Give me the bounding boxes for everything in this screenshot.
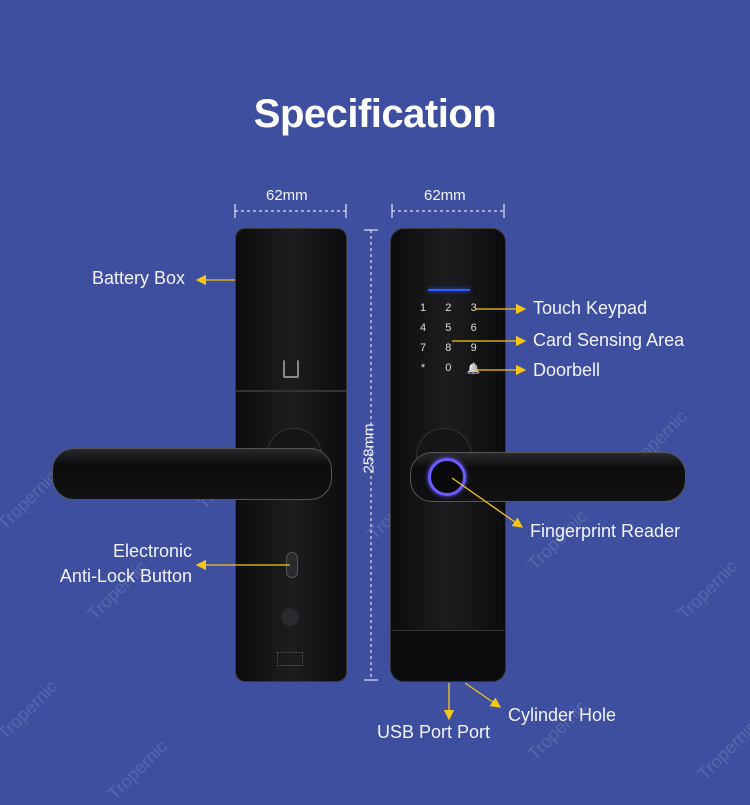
battery-box-label: Battery Box [92,268,186,288]
key-1[interactable]: 1 [419,302,427,314]
fingerprint-reader[interactable] [428,458,466,496]
anti-lock-label-line2: Anti-Lock Button [59,566,192,586]
touch-keypad-label: Touch Keypad [533,298,648,318]
page-title: Specification [253,92,497,136]
lock-bottom-cap [390,630,506,682]
lever-handle-left [52,448,332,500]
usb-port-label: USB Port Port [377,722,491,742]
doorbell-label: Doorbell [533,360,601,380]
width-left-label: 62mm [266,187,308,204]
key-5[interactable]: 5 [445,322,452,334]
battery-cover-seam [236,390,346,392]
key-4[interactable]: 4 [419,322,427,334]
card-sensing-label: Card Sensing Area [533,330,685,350]
anti-lock-label-line1: Electronic [112,541,192,561]
height-label: 258mm [360,423,378,474]
key-7[interactable]: 7 [419,342,427,354]
key-star[interactable]: * [420,362,426,374]
key-6[interactable]: 6 [470,322,477,334]
vent-holes [277,652,303,666]
fingerprint-label: Fingerprint Reader [530,521,681,541]
doorbell-icon[interactable]: 🔔 [466,363,481,375]
key-9[interactable]: 9 [470,342,477,354]
battery-release-icon [283,360,299,378]
key-8[interactable]: 8 [445,342,452,354]
keypad-led [428,289,470,291]
width-right-label: 62mm [424,187,466,204]
key-0[interactable]: 0 [445,362,452,374]
cylinder-hole-label: Cylinder Hole [508,705,617,725]
key-2[interactable]: 2 [445,302,452,314]
thumb-turn [281,608,299,626]
key-3[interactable]: 3 [470,302,477,314]
touch-keypad[interactable]: 1 2 3 4 5 6 7 8 9 * 0 🔔 [411,302,487,375]
